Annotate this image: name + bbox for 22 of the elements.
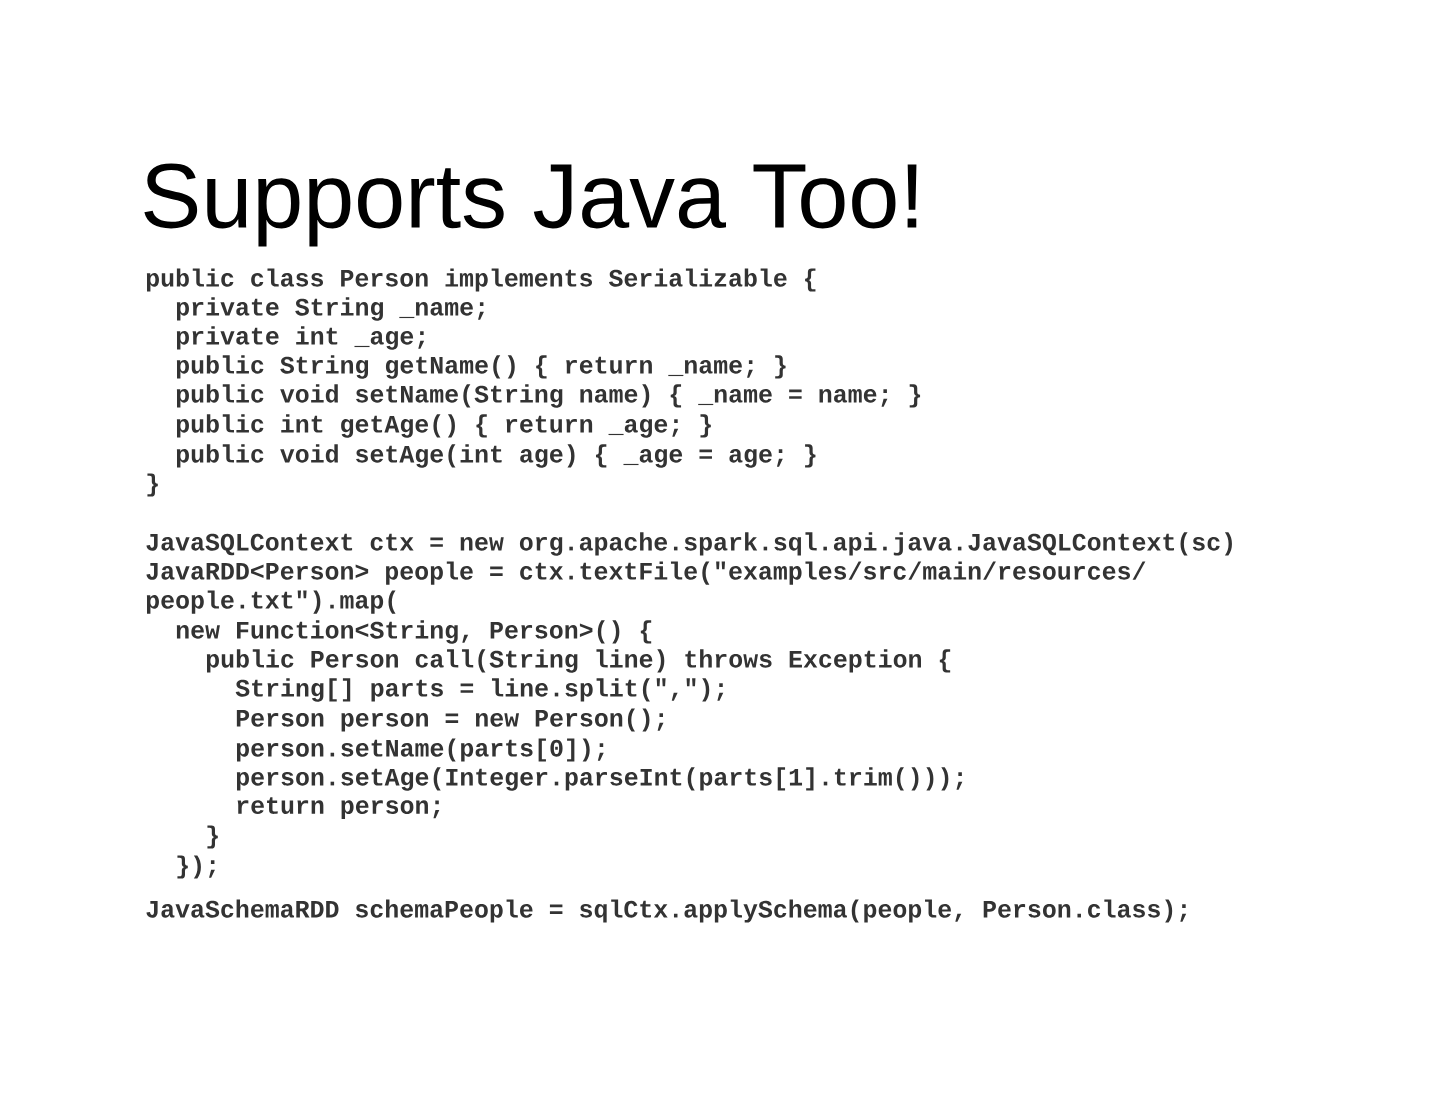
code-line: person.setName(parts[0]); (236, 738, 604, 762)
code-line: new Function<String, Person>() { (176, 620, 652, 644)
code-line: public void setName(String name) { _name = name; } (176, 384, 921, 408)
code-line: public Person call(String line) throws Exception { (206, 649, 951, 673)
code-line: JavaSchemaRDD schemaPeople = sqlCtx.applySchema(people, Person.class); (146, 899, 1187, 923)
code-line: }); (177, 855, 215, 879)
code-line: public int getAge() { return _age; } (176, 414, 711, 438)
code-line: JavaSQLContext ctx = new org.apache.spark.sql.api.java.JavaSQLContext(sc) (146, 532, 1232, 556)
code-line: } (207, 825, 218, 849)
code-line: String[] parts = line.split(","); (235, 678, 724, 702)
code-line: public class Person implements Serializable { (146, 268, 816, 292)
code-line: people.txt").map( (146, 590, 396, 614)
slide-title: Supports Java Too! (144, 163, 917, 247)
code-line: JavaRDD<Person> people = ctx.textFile("examples/src/main/resources/ (146, 561, 1146, 585)
code-line: private int _age; (176, 326, 425, 350)
code-line: private String _name; (176, 297, 484, 321)
code-line: return person; (237, 797, 440, 819)
code-line: person.setAge(Integer.parseInt(parts[1].trim())); (236, 767, 963, 791)
code-line: Person person = new Person(); (236, 708, 664, 732)
code-line: public void setAge(int age) { _age = age; } (176, 444, 816, 468)
code-line: } (147, 473, 158, 497)
code-line: public String getName() { return _name; } (176, 355, 786, 379)
